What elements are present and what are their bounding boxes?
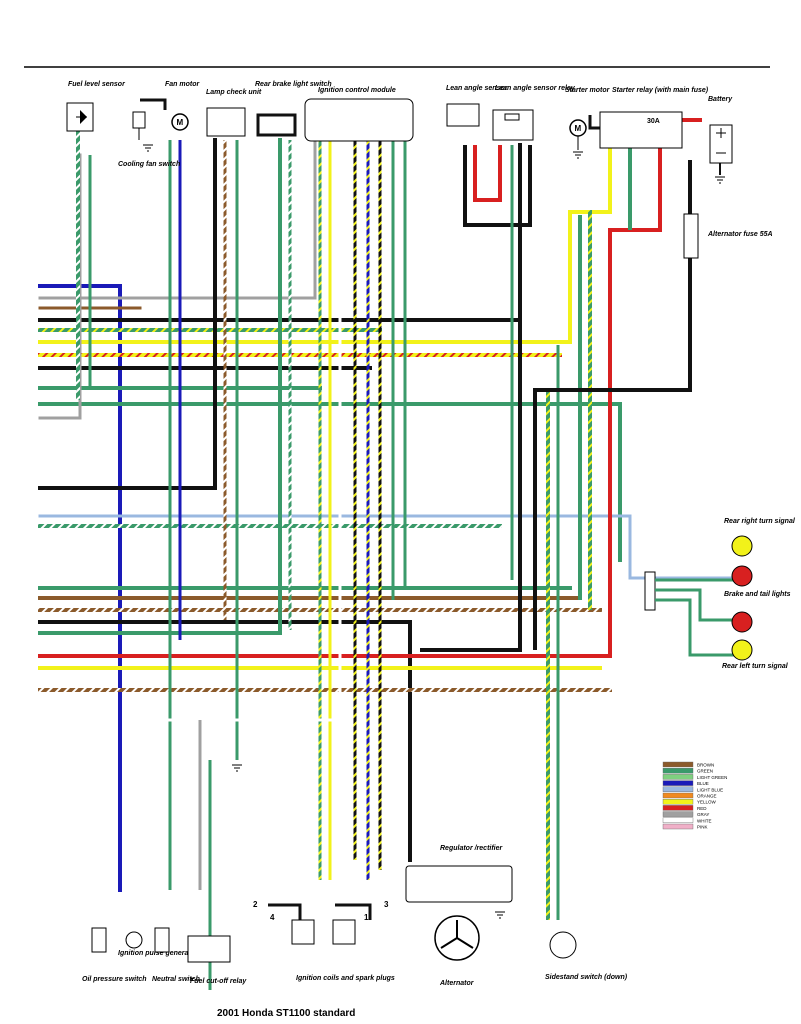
plug-number-3: 3 (384, 900, 389, 909)
lean-angle-sensor: Lean angle sensor (446, 85, 509, 127)
svg-text:Battery: Battery (708, 96, 733, 103)
neutral-switch: Neutral switch (152, 927, 200, 983)
svg-text:Starter relay (with main fuse): Starter relay (with main fuse) (612, 87, 709, 94)
legend-swatch (662, 817, 694, 823)
diagram-title: 2001 Honda ST1100 standard (217, 1008, 355, 1019)
legend-swatch (662, 780, 694, 786)
svg-text:Ignition pulse generator: Ignition pulse generator (118, 950, 199, 957)
svg-text:Regulator /rectifier: Regulator /rectifier (440, 845, 504, 852)
oil-pressure-switch: Oil pressure switch (82, 927, 147, 983)
legend-swatch (662, 811, 694, 817)
plug-number-2: 2 (253, 900, 258, 909)
legend-label: BLUE (697, 781, 709, 786)
fuel-cutoff-relay: Fuel cut-off relay (187, 935, 247, 985)
svg-text:Alternator: Alternator (439, 980, 475, 987)
svg-text:Brake and tail lights: Brake and tail lights (724, 591, 791, 598)
brake-tail-lamp-lower (731, 611, 753, 633)
rear-brake-light-switch: Rear brake light switch (255, 81, 332, 137)
plug-number-4: 4 (270, 913, 275, 922)
svg-text:Lean angle sensor: Lean angle sensor (446, 85, 509, 92)
legend-label: GREEN (697, 769, 713, 774)
svg-text:Starter motor: Starter motor (565, 87, 611, 94)
legend-swatch (662, 768, 694, 774)
fan-motor-symbol: M (177, 118, 184, 127)
svg-text:Lean angle sensor relay: Lean angle sensor relay (495, 85, 576, 92)
legend-label: LIGHT GREEN (697, 775, 727, 780)
legend-swatch (662, 799, 694, 805)
legend-label: GRAY (697, 812, 709, 817)
svg-text:Fan motor: Fan motor (165, 81, 200, 88)
svg-text:Fuel level sensor: Fuel level sensor (68, 81, 126, 88)
main-fuse-rating: 30A (647, 118, 660, 125)
svg-text:Ignition coils and spark plugs: Ignition coils and spark plugs (296, 975, 395, 982)
rear-lights: Rear right turn signal Brake and tail li… (644, 518, 796, 670)
cooling-fan-switch: Cooling fan switch (118, 98, 180, 168)
starter-motor-symbol: M (575, 124, 582, 133)
svg-text:Lamp check unit: Lamp check unit (206, 89, 262, 96)
svg-text:Oil pressure switch: Oil pressure switch (82, 976, 147, 983)
battery: Battery (708, 96, 733, 164)
legend-label: RED (697, 806, 707, 811)
alternator-fuse: Alternator fuse 55A (683, 213, 773, 259)
ground-symbols (143, 144, 725, 919)
alternator: Alternator (434, 915, 480, 987)
legend-swatch (662, 786, 694, 792)
sidestand-switch: Sidestand switch (down) (545, 931, 628, 981)
legend-swatch (662, 823, 694, 830)
svg-text:Alternator fuse 55A: Alternator fuse 55A (707, 231, 773, 238)
legend-label: PINK (697, 825, 708, 830)
svg-text:Cooling fan switch: Cooling fan switch (118, 161, 180, 168)
legend-label: LIGHT BLUE (697, 787, 723, 792)
vertical-wires (76, 130, 721, 990)
legend-label: BROWN (697, 763, 714, 768)
svg-text:Fuel cut-off relay: Fuel cut-off relay (190, 978, 247, 985)
svg-text:Sidestand switch (down): Sidestand switch (down) (545, 974, 628, 981)
svg-text:Rear left turn signal: Rear left turn signal (722, 663, 789, 670)
legend-swatch (662, 805, 694, 811)
plug-number-1: 1 (364, 913, 369, 922)
lamp-check-unit: Lamp check unit (206, 89, 262, 137)
fan-motor: M Fan motor (165, 81, 200, 131)
brake-tail-lamp-upper (731, 565, 753, 587)
svg-text:Rear right turn signal: Rear right turn signal (724, 518, 796, 525)
legend-swatch (662, 792, 694, 799)
legend-swatch (662, 761, 694, 768)
rear-left-turn-signal-lamp (731, 639, 753, 661)
svg-text:Ignition control module: Ignition control module (318, 87, 396, 94)
legend-label: YELLOW (697, 800, 717, 805)
rear-right-turn-signal-lamp (731, 535, 753, 557)
ignition-control-module: Ignition control module (304, 87, 414, 142)
legend-label: WHITE (697, 818, 712, 823)
svg-text:Rear brake light switch: Rear brake light switch (255, 81, 332, 88)
ignition-pulse-generator: Ignition pulse generator (118, 931, 199, 957)
starter-motor: M Starter motor (565, 87, 611, 150)
lean-angle-sensor-relay: Lean angle sensor relay (492, 85, 576, 141)
fuel-level-sensor: Fuel level sensor (66, 81, 126, 132)
legend-label: ORANGE (697, 794, 717, 799)
starter-relay: 30A Starter relay (with main fuse) (588, 87, 709, 149)
svg-text:Neutral switch: Neutral switch (152, 976, 200, 983)
ignition-coils: 2 4 1 3 Ignition coils and spark plugs (253, 900, 395, 982)
regulator-rectifier: Regulator /rectifier (405, 845, 513, 903)
legend-swatch (662, 774, 694, 780)
